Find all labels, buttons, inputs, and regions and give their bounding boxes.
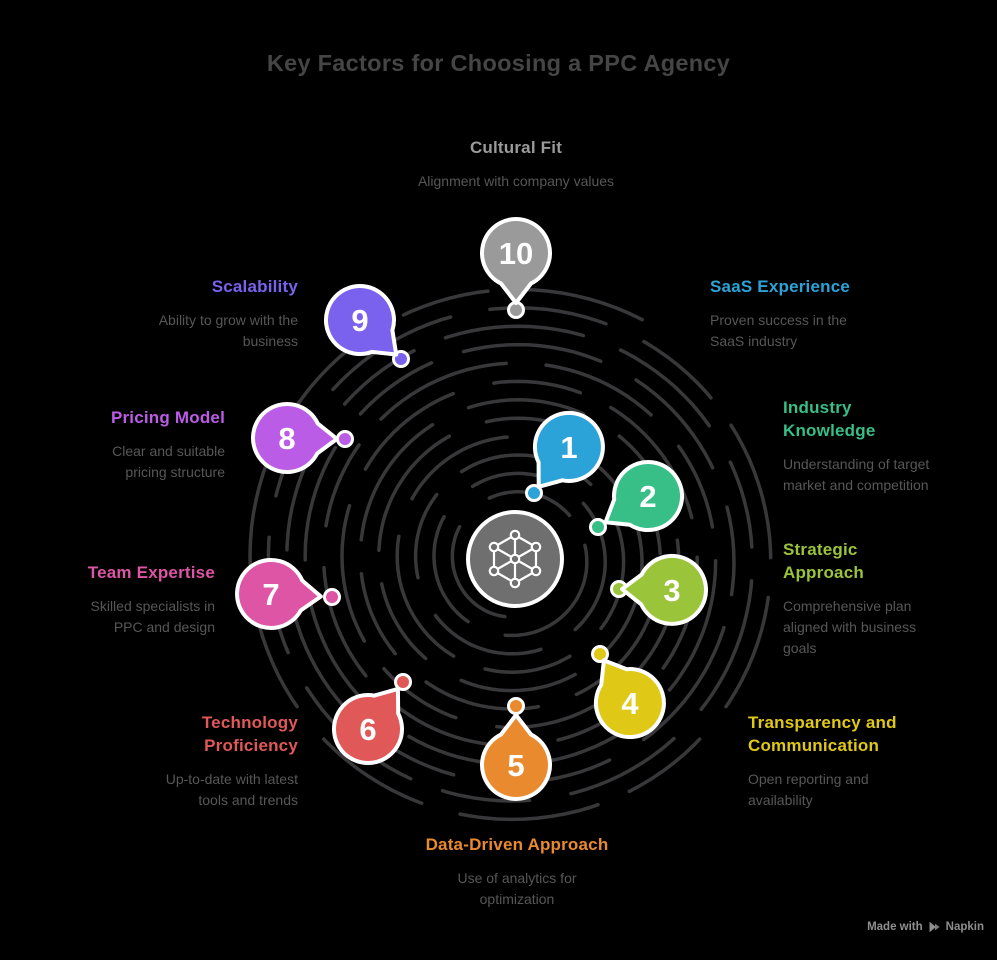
factor-description: Ability to grow with the business — [158, 312, 298, 350]
factor-description: Up-to-date with latest tools and trends — [165, 771, 298, 809]
factor-title: Scalability — [211, 277, 298, 296]
brand-label: Napkin — [945, 921, 984, 933]
factor-label-team-expertise: Team Expertise Skilled specialists in PP… — [15, 561, 215, 638]
factor-dot-2 — [589, 518, 607, 536]
napkin-play-icon — [928, 921, 941, 933]
factor-title: Transparency and Communication — [748, 713, 897, 756]
factor-dot-8 — [336, 430, 354, 448]
factor-bubble-10: 10 — [480, 217, 552, 305]
factor-dot-5 — [507, 697, 525, 715]
factor-dot-6 — [394, 673, 412, 691]
bubble-shape — [532, 410, 605, 489]
factor-bubble-6: 6 — [332, 686, 404, 765]
network-nodes-icon — [488, 529, 542, 589]
factor-label-industry-knowledge: Industry Knowledge Understanding of targ… — [783, 396, 978, 496]
bubble-number: 5 — [507, 748, 524, 783]
factor-title: Pricing Model — [110, 408, 225, 427]
bubble-number: 6 — [359, 712, 376, 747]
made-with-label: Made with — [867, 921, 923, 933]
factor-title: Data-Driven Approach — [425, 835, 609, 854]
factor-description: Clear and suitable pricing structure — [112, 443, 225, 481]
factor-bubble-4: 4 — [593, 658, 666, 740]
napkin-credit: Made with Napkin — [867, 921, 984, 933]
bubble-number: 10 — [499, 236, 533, 271]
factor-description: Use of analytics for optimization — [457, 870, 577, 908]
factor-title: Team Expertise — [87, 563, 215, 582]
factor-bubble-9: 9 — [324, 284, 399, 357]
bubble-number: 1 — [560, 430, 577, 465]
factor-label-pricing-model: Pricing Model Clear and suitable pricing… — [25, 406, 225, 483]
factor-dot-1 — [525, 484, 543, 502]
bubble-number: 9 — [351, 303, 368, 338]
factor-label-cultural-fit: Cultural Fit Alignment with company valu… — [316, 136, 716, 192]
factor-description: Alignment with company values — [417, 173, 615, 190]
factor-dot-4 — [591, 645, 609, 663]
bubble-shape — [480, 217, 552, 305]
factor-label-technology-proficiency: Technology Proficiency Up-to-date with l… — [68, 711, 298, 811]
factor-bubble-5: 5 — [480, 713, 552, 801]
factor-description: Comprehensive plan aligned with business… — [783, 598, 917, 657]
page-title: Key Factors for Choosing a PPC Agency — [266, 50, 731, 76]
factor-label-transparency-communication: Transparency and Communication Open repo… — [748, 711, 978, 811]
bubble-shape — [251, 401, 339, 474]
factor-label-data-driven-approach: Data-Driven Approach Use of analytics fo… — [367, 833, 667, 910]
bubble-shape — [620, 553, 708, 626]
bubble-shape — [603, 460, 685, 533]
bubble-shape — [593, 658, 666, 740]
factor-description: Open reporting and availability — [748, 771, 869, 809]
bubble-shape — [324, 284, 399, 357]
bubble-number: 2 — [639, 479, 656, 514]
factor-title: SaaS Experience — [710, 277, 851, 296]
factor-label-scalability: Scalability Ability to grow with the bus… — [78, 275, 298, 352]
factor-bubble-3: 3 — [620, 553, 708, 626]
bubble-number: 3 — [663, 573, 680, 608]
center-hub — [466, 510, 564, 608]
factor-label-strategic-approach: Strategic Approach Comprehensive plan al… — [783, 538, 978, 659]
factor-bubble-2: 2 — [603, 460, 685, 533]
factor-bubble-7: 7 — [235, 557, 323, 630]
factor-description: Proven success in the SaaS industry — [710, 312, 847, 350]
factor-description: Skilled specialists in PPC and design — [90, 598, 216, 636]
factor-title: Industry Knowledge — [783, 398, 876, 441]
factor-description: Understanding of target market and compe… — [783, 456, 930, 494]
bubble-shape — [332, 686, 404, 765]
factor-title: Cultural Fit — [469, 138, 563, 157]
factor-label-saas-experience: SaaS Experience Proven success in the Sa… — [710, 275, 885, 352]
factor-dot-7 — [323, 588, 341, 606]
bubble-number: 4 — [621, 686, 639, 721]
bubble-shape — [480, 713, 552, 801]
factor-title: Strategic Approach — [783, 540, 864, 583]
bubble-shape — [235, 557, 323, 630]
factor-title: Technology Proficiency — [201, 713, 298, 756]
factor-bubble-8: 8 — [251, 401, 339, 474]
bubble-number: 8 — [278, 421, 295, 456]
bubble-number: 7 — [262, 577, 279, 612]
factor-bubble-1: 1 — [532, 410, 605, 489]
